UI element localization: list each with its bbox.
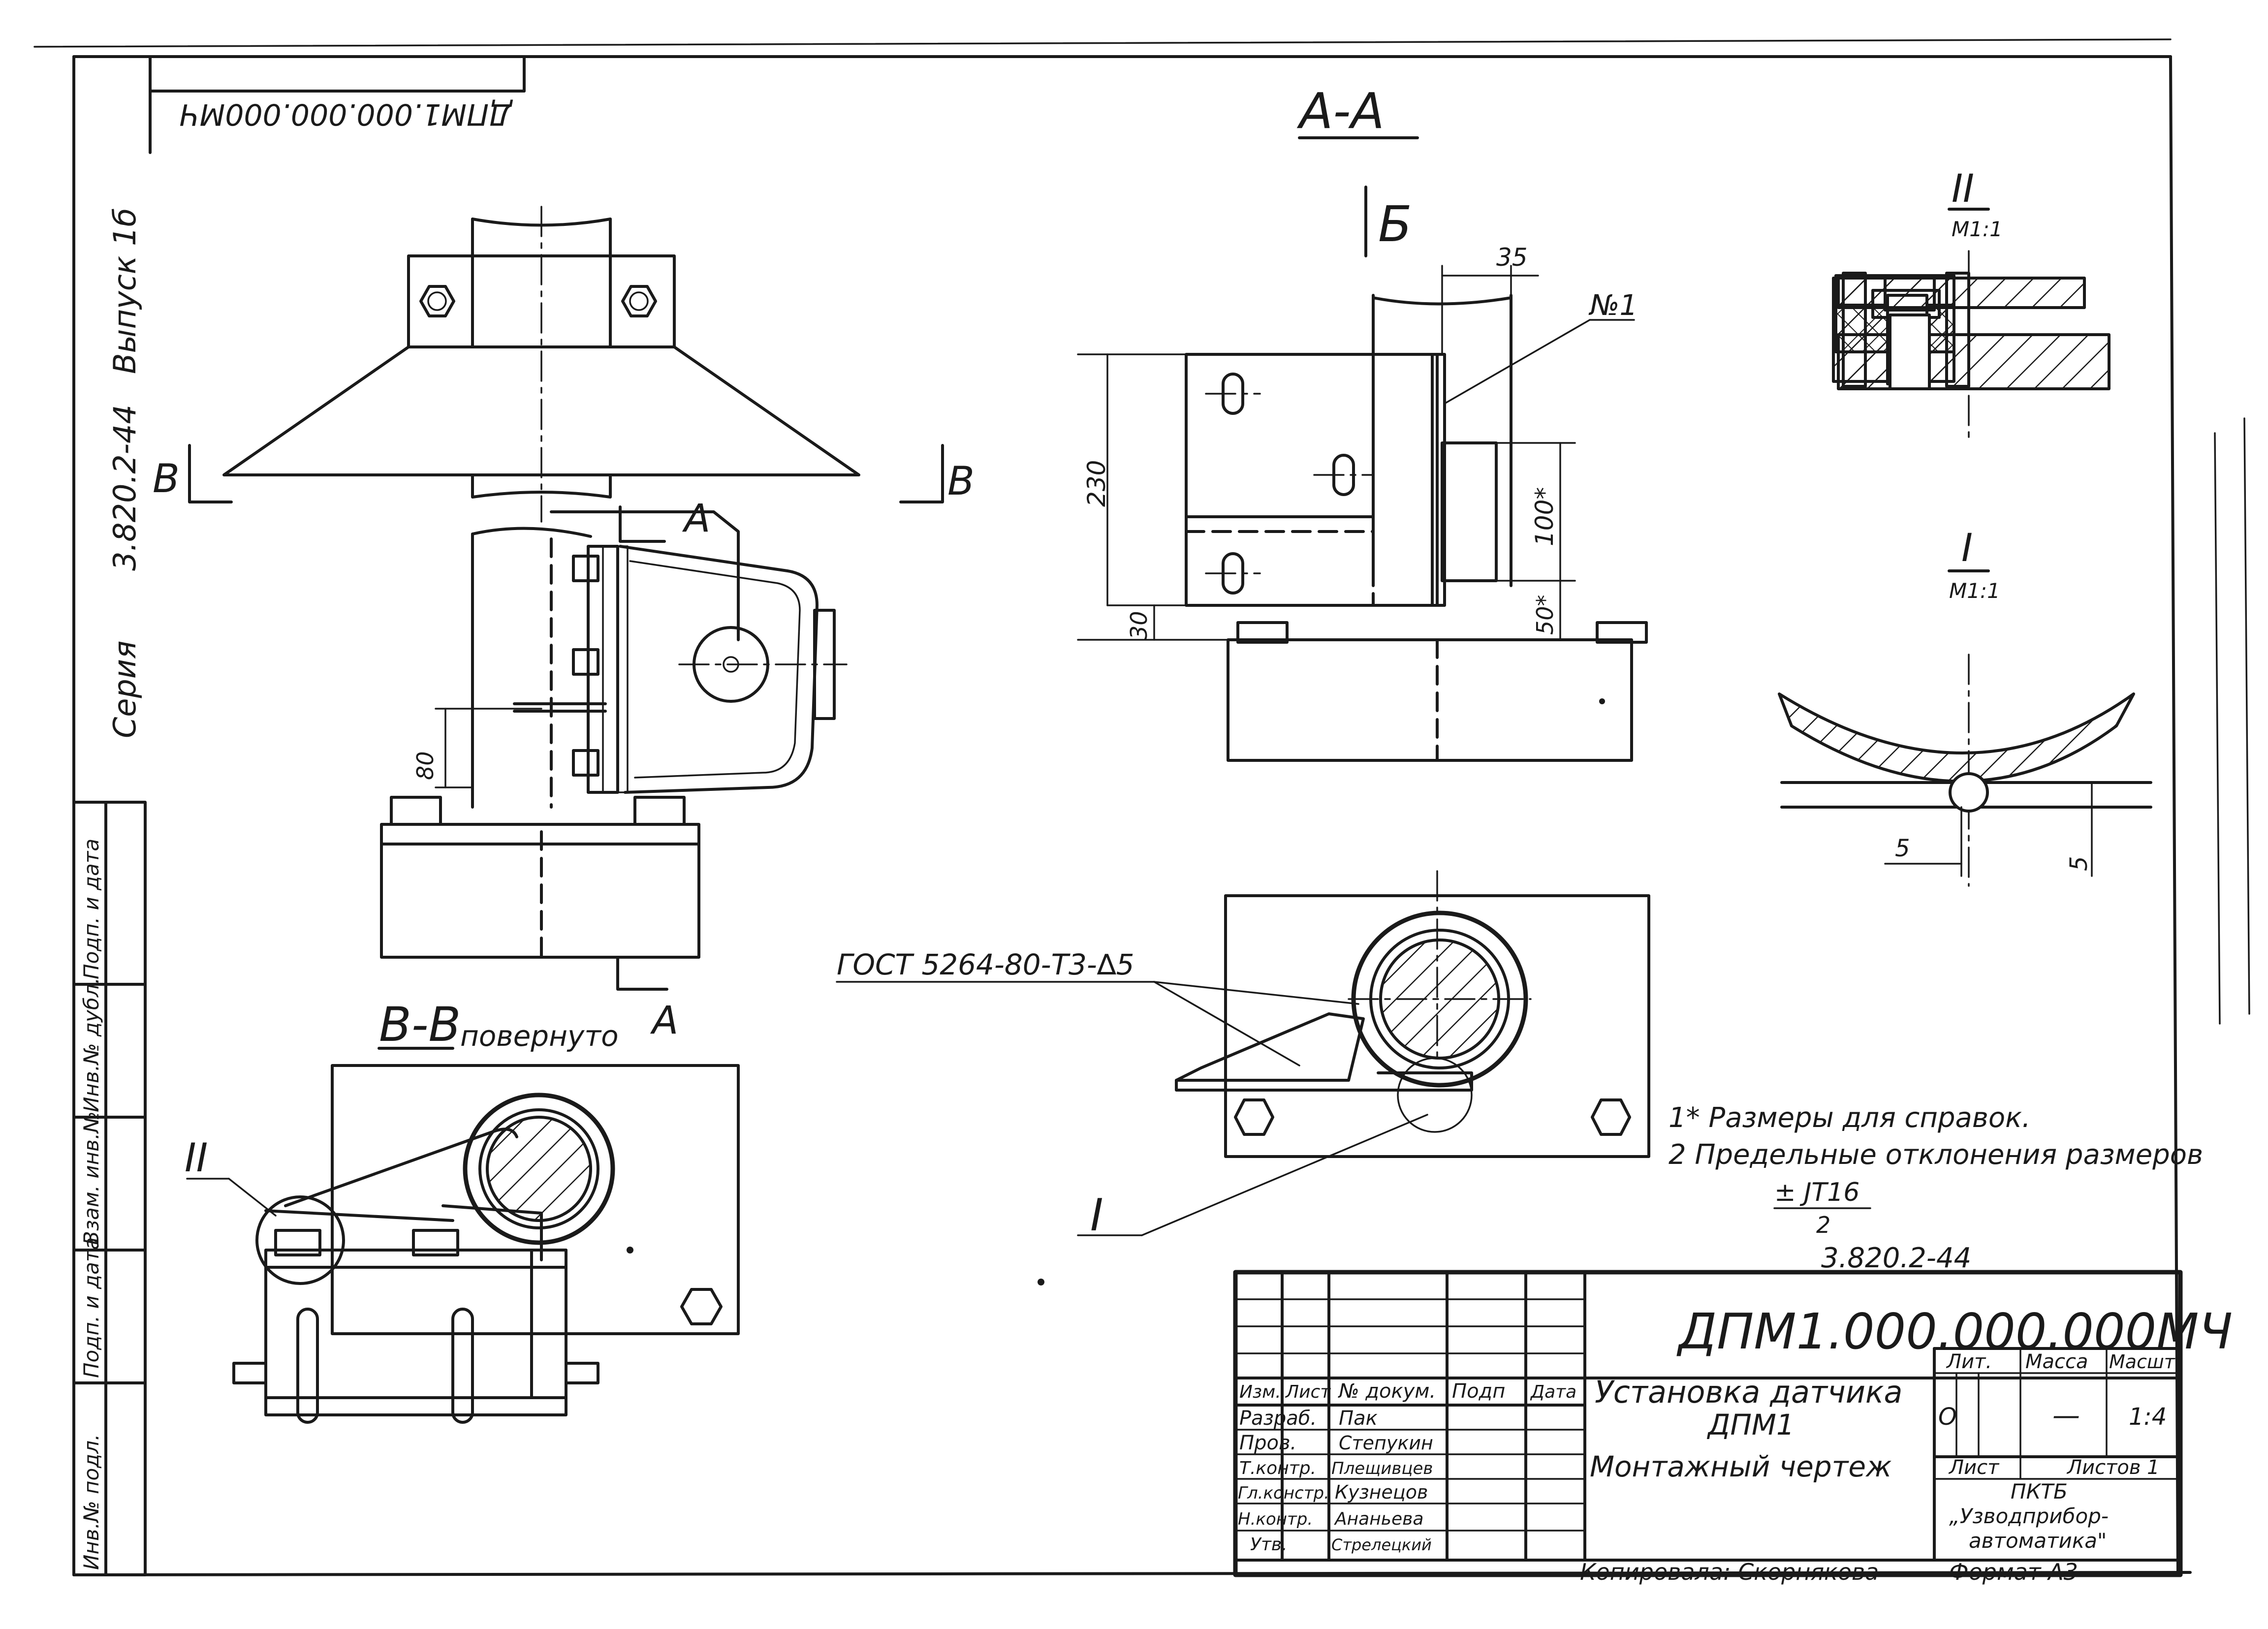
stamp-inv-podl: Инв.№ подл. xyxy=(79,1434,103,1570)
section-vv-note: повернуто xyxy=(460,1019,619,1053)
dim-80: 80 xyxy=(412,751,439,780)
tb-name-0: Пак xyxy=(1339,1407,1378,1430)
series-word: Серия xyxy=(107,641,143,738)
tolerance-bottom: 2 xyxy=(1816,1212,1830,1238)
tb-role-2: Т.контр. xyxy=(1239,1458,1316,1478)
tb-lit-label: Лит. xyxy=(1946,1350,1992,1373)
section-aa-title: А-А xyxy=(1296,82,1385,140)
dim-35: 35 xyxy=(1496,243,1528,272)
series-label: Серия 3.820.2-44 Выпуск 1б xyxy=(107,208,143,738)
designation-box-mirrored: ДПМ1.000.000.000МЧ xyxy=(149,55,526,154)
weld-note: ГОСТ 5264-80-Т3-∆5 xyxy=(837,948,1134,981)
series-code: 3.820.2-44 xyxy=(107,405,143,571)
tb-org-line1: ПКТБ xyxy=(2011,1479,2068,1504)
tb-col-izm: Изм. xyxy=(1239,1382,1281,1402)
tb-col-sign: Подп xyxy=(1452,1380,1505,1403)
detail-i: I М1:1 5 5 xyxy=(1778,526,2152,887)
dim-5b: 5 xyxy=(2065,856,2093,871)
section-vv-title: В-В xyxy=(379,997,461,1052)
tb-role-0: Разраб. xyxy=(1239,1407,1317,1430)
tb-org-line2: „Узводприбор- xyxy=(1949,1504,2109,1528)
tolerance-top: ± JT16 xyxy=(1774,1178,1859,1207)
tb-role-5: Утв. xyxy=(1250,1535,1288,1555)
stamp-podp-data-2: Подп. и дата xyxy=(79,839,103,979)
tb-role-4: Н.контр. xyxy=(1238,1509,1313,1529)
tb-scale-value: 1:4 xyxy=(2129,1403,2167,1431)
tb-lit-value: О xyxy=(1938,1403,1957,1431)
detail-ii: II М1:1 xyxy=(1832,167,2110,444)
cut-b-mark-label: Б xyxy=(1378,195,1412,253)
view-plan-bottom: ГОСТ 5264-80-Т3-∆5 I xyxy=(836,870,1650,1285)
tb-org-line3: автоматика" xyxy=(1969,1529,2107,1553)
tb-name-2: Плещивцев xyxy=(1331,1459,1433,1478)
view-front: А 80 А xyxy=(380,497,848,1043)
bolt-icon xyxy=(419,285,455,317)
stamp-vzam-inv: Взам. инв.№ xyxy=(79,1111,103,1245)
detail-i-scale: М1:1 xyxy=(1949,579,2000,603)
tb-designation: ДПМ1.000.000.000МЧ xyxy=(1676,1303,2233,1360)
title-block: Изм. Лист № докум. Подп Дата Разраб. Пак… xyxy=(1233,1270,2233,1585)
detail-ii-scale: М1:1 xyxy=(1952,217,2003,241)
note-1: 1* Размеры для справок. xyxy=(1669,1102,2031,1134)
tb-title-line2: ДПМ1 xyxy=(1706,1408,1795,1441)
nut-icon xyxy=(1234,1098,1274,1136)
tb-col-date: Дата xyxy=(1530,1382,1576,1402)
side-stamp: Подп. и дата Инв.№ дубл. Взам. инв.№ Под… xyxy=(72,801,147,1576)
detail-i-label: I xyxy=(1961,526,1973,570)
tb-col-list: Лист xyxy=(1285,1382,1331,1402)
cut-a-bottom-label: А xyxy=(650,999,678,1043)
tb-role-3: Гл.констр. xyxy=(1238,1483,1329,1503)
tb-name-4: Ананьева xyxy=(1334,1509,1423,1529)
designation-mirrored-text: ДПМ1.000.000.000МЧ xyxy=(179,97,513,131)
view-section-vv: В-В повернуто II xyxy=(185,997,740,1424)
view-plan-top: В В xyxy=(153,206,975,523)
bolt-icon xyxy=(621,285,657,317)
tb-mass-label: Масса xyxy=(2025,1350,2088,1373)
stamp-inv-dubl: Инв.№ дубл. xyxy=(79,977,103,1112)
dim-230: 230 xyxy=(1082,460,1111,507)
tb-title-line3: Монтажный чертеж xyxy=(1590,1450,1891,1483)
cut-b-left-label: В xyxy=(153,456,180,501)
callout-i-label: I xyxy=(1090,1190,1103,1241)
tb-scale-label: Масшт. xyxy=(2109,1351,2181,1373)
cut-b-right-label: В xyxy=(947,458,975,504)
nut-icon xyxy=(1591,1098,1631,1136)
callout-ii-label: II xyxy=(185,1135,208,1181)
tb-role-1: Пров. xyxy=(1239,1432,1296,1454)
note-2: 2 Предельные отклонения размеров xyxy=(1669,1139,2203,1171)
detail-ii-label: II xyxy=(1952,167,1974,211)
dim-100: 100* xyxy=(1530,487,1559,546)
tb-col-doc: № докум. xyxy=(1338,1380,1436,1403)
tb-name-3: Кузнецов xyxy=(1335,1481,1428,1503)
dim-50: 50* xyxy=(1532,595,1558,635)
tb-mass-value: — xyxy=(2052,1400,2080,1432)
nut-icon xyxy=(680,1288,723,1325)
tb-title-line1: Установка датчика xyxy=(1595,1374,1902,1410)
notes: 1* Размеры для справок. 2 Предельные отк… xyxy=(1669,1102,2203,1274)
position-1-label: №1 xyxy=(1588,288,1638,322)
stamp-podp-data-1: Подп. и дата xyxy=(79,1237,103,1378)
dim-5a: 5 xyxy=(1895,835,1910,862)
dim-30: 30 xyxy=(1126,611,1152,640)
tb-name-5: Стрелецкий xyxy=(1331,1535,1432,1554)
tb-format: Формат А3 xyxy=(1949,1559,2078,1585)
view-section-aa: А-А Б 35 №1 xyxy=(1077,82,1648,762)
cut-a-top-label: А xyxy=(682,497,710,541)
code-above-title-block: 3.820.2-44 xyxy=(1821,1242,1971,1274)
tb-name-1: Степукин xyxy=(1339,1432,1433,1454)
tb-sheets-label: Листов 1 xyxy=(2066,1456,2160,1479)
tb-sheet-label: Лист xyxy=(1948,1456,2000,1479)
series-edition: Выпуск 1б xyxy=(107,208,143,374)
tb-copied-by: Копировала: Скорнякова xyxy=(1580,1559,1879,1585)
